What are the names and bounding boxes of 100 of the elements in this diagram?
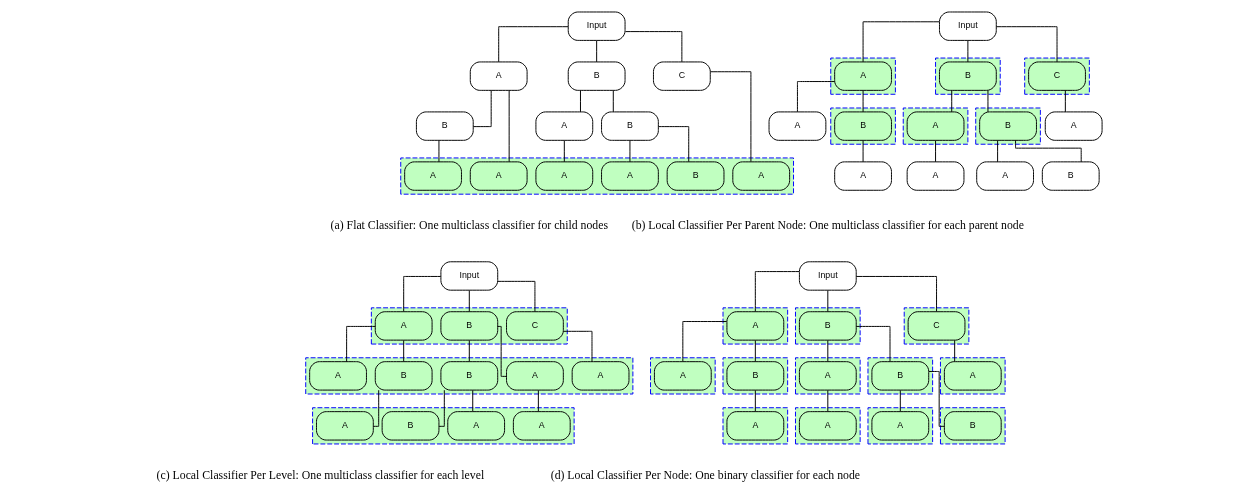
cluster — [305, 357, 634, 395]
node-box: C — [652, 61, 711, 91]
node-box: A — [943, 361, 1002, 391]
connector — [682, 321, 728, 363]
connector — [580, 90, 581, 113]
connector — [855, 325, 891, 363]
label: (d) Local Classifier Per Node: One binary classifier for each node — [550, 468, 861, 482]
node-box: A — [798, 411, 857, 441]
node-box: A — [871, 411, 930, 441]
connector — [438, 389, 445, 427]
node-box: Input — [567, 11, 626, 41]
node-box: A — [469, 61, 528, 91]
connector — [754, 389, 756, 413]
connector — [709, 71, 752, 163]
connector — [625, 31, 683, 63]
connector — [855, 276, 938, 313]
node-box: A — [469, 161, 528, 191]
cluster — [312, 407, 575, 445]
connector — [612, 90, 614, 113]
connector — [967, 40, 969, 63]
node-box: A — [906, 161, 965, 191]
label: (b) Local Classifier Per Parent Node: One multiclass classifier for each parent node — [631, 219, 1024, 233]
node-box: B — [440, 361, 499, 391]
node-box: A — [535, 161, 594, 191]
label: (c) Local Classifier Per Level: One multiclass classifier for each level — [156, 468, 485, 482]
connector — [951, 90, 953, 113]
connector — [754, 339, 756, 363]
node-box: C — [506, 311, 564, 341]
node-box: B — [374, 361, 433, 391]
connector — [468, 289, 470, 313]
node-box: B — [1041, 161, 1100, 191]
node-box: A — [768, 111, 827, 141]
node-box: B — [381, 411, 440, 441]
node-box: B — [798, 311, 857, 341]
connector — [935, 140, 937, 163]
connector — [346, 325, 376, 363]
node-box: A — [374, 311, 433, 341]
connector — [468, 339, 470, 363]
connector — [827, 289, 829, 313]
node-box: Input — [939, 11, 997, 41]
node-box: A — [571, 361, 630, 391]
connector — [754, 271, 800, 313]
connector — [796, 81, 835, 113]
node-box: A — [447, 411, 506, 441]
connector — [1064, 90, 1066, 113]
node-box: A — [726, 411, 785, 441]
node-box: A — [512, 411, 571, 441]
node-box: B — [979, 111, 1037, 141]
connector — [562, 330, 593, 363]
connector — [899, 389, 901, 413]
connector — [403, 276, 442, 313]
node-box: A — [906, 111, 965, 141]
node-box: A — [732, 161, 791, 191]
connector — [658, 126, 690, 163]
connector — [403, 339, 405, 363]
connector — [862, 21, 940, 63]
node-box: B — [939, 61, 997, 91]
connector — [438, 140, 440, 163]
node-box: A — [601, 161, 659, 191]
connector — [596, 40, 598, 63]
connector — [954, 339, 956, 363]
node-box: A — [535, 111, 594, 141]
node-box: A — [404, 161, 462, 191]
connector — [862, 140, 864, 163]
connector — [629, 140, 631, 163]
connector — [995, 26, 1058, 63]
label: (a) Flat Classifier: One multiclass classifier for child nodes — [330, 219, 608, 233]
connector — [498, 26, 569, 63]
connector — [537, 389, 539, 413]
node-box: A — [506, 361, 564, 391]
node-box: B — [415, 111, 474, 141]
connector — [987, 90, 989, 113]
connector — [862, 90, 864, 113]
connector — [928, 371, 945, 427]
node-box: A — [798, 361, 857, 391]
node-box: A — [976, 161, 1034, 191]
connector — [472, 389, 474, 413]
node-box: A — [834, 161, 892, 191]
cluster — [370, 307, 568, 345]
node-box: B — [440, 311, 499, 341]
node-box: A — [653, 361, 712, 391]
node-box: B — [871, 361, 930, 391]
node-box: Input — [440, 261, 499, 291]
node-box: B — [726, 361, 785, 391]
connector — [827, 339, 829, 363]
connector — [472, 90, 492, 128]
node-box: C — [1028, 61, 1086, 91]
node-box: A — [309, 361, 367, 391]
node-box: B — [943, 411, 1002, 441]
connector — [497, 280, 536, 313]
node-box: B — [834, 111, 892, 141]
node-box: B — [666, 161, 725, 191]
connector — [508, 89, 510, 163]
node-box: A — [726, 311, 785, 341]
node-box: B — [567, 61, 626, 91]
node-box: A — [834, 61, 892, 91]
node-box: B — [601, 111, 659, 141]
connector — [997, 140, 999, 163]
connector — [827, 389, 829, 413]
connector — [563, 140, 565, 163]
